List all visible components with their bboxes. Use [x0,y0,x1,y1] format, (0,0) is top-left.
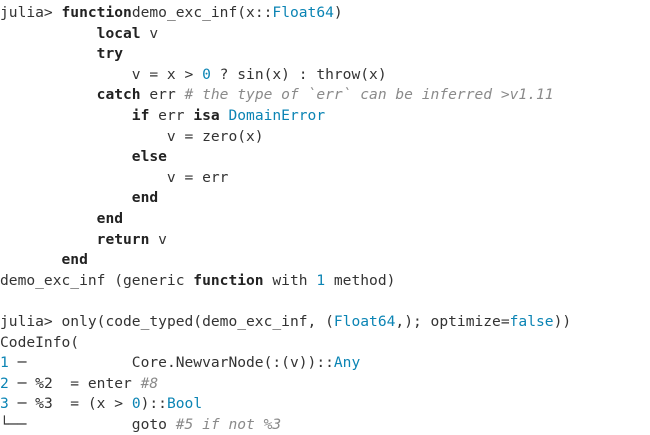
code-line: └── goto #5 if not %3 [0,415,650,435]
code-token: Bool [166,395,203,413]
code-token: 0 [131,395,141,413]
code-token [0,148,132,165]
code-line: demo_exc_inf (generic function with 1 me… [0,271,650,292]
code-token: )) [553,312,572,330]
code-token: DomainError [228,106,326,124]
code-token: isa [193,106,220,124]
repl-prompt: julia> [0,312,62,330]
code-line: julia> functiondemo_exc_inf(x::Float64) [0,3,650,24]
code-token [0,25,97,42]
code-line: end [0,209,650,230]
code-token: ─ %2 = enter [8,374,141,392]
code-token: err [149,106,194,124]
code-line: end [0,188,650,209]
code-token: ? sin(x) : throw(x) [210,65,387,83]
code-line: 1 ─ Core.NewvarNode(:(v))::Any [0,353,650,374]
code-token: Float64 [272,4,334,21]
code-token: v = zero(x) [0,127,264,145]
code-token [0,86,97,103]
code-token: only(code_typed(demo_exc_inf, ( [61,312,334,330]
code-line: else [0,147,650,168]
code-token: false [509,312,554,330]
code-token: ) [333,4,343,21]
code-token: try [96,45,124,63]
code-token: function [193,271,264,289]
code-line: end [0,250,650,271]
code-token: return [96,230,150,248]
code-token: else [131,148,167,166]
code-token [0,189,132,206]
code-token: #5 if not %3 [175,415,282,433]
code-token: ─ %3 = (x > [8,395,132,413]
code-token: 2 [0,374,9,392]
code-token: v = err [0,168,229,186]
code-token: #8 [140,374,159,392]
code-line: 2 ─ %2 = enter #8 [0,374,650,395]
code-line: try [0,44,650,65]
code-token: Float64 [333,312,396,330]
code-token: Any [333,354,361,372]
code-token: ,); optimize= [395,312,510,330]
code-token: CodeInfo( [0,333,80,351]
code-token: local [96,24,141,42]
code-token: 3 [0,395,9,413]
code-token: function [61,4,132,21]
code-line: if err isa DomainError [0,106,650,127]
code-line: v = err [0,168,650,189]
code-token: method) [325,271,396,289]
code-line: julia> only(code_typed(demo_exc_inf, (Fl… [0,312,650,333]
code-token: err [140,86,185,104]
code-line [0,291,650,312]
repl-prompt: julia> [0,4,62,21]
code-line: return v [0,230,650,251]
code-token: # the type of `err` can be inferred >v1.… [184,86,554,104]
code-token [0,210,97,227]
code-line: v = x > 0 ? sin(x) : throw(x) [0,65,650,86]
code-token: end [96,209,124,227]
code-token: v = x > [0,65,203,83]
code-token: v [140,24,159,42]
code-token: 1 [316,271,326,289]
code-line: catch err # the type of `err` can be inf… [0,85,650,106]
code-token [0,251,62,268]
code-token: └── goto [0,415,176,433]
code-line: v = zero(x) [0,127,650,148]
code-token: end [61,251,88,269]
code-token [0,45,97,62]
code-token: demo_exc_inf(x:: [131,4,273,21]
code-token: end [131,189,159,207]
code-token: catch [96,86,141,104]
code-token: 0 [202,65,211,83]
code-token [0,231,97,248]
code-token: ):: [140,395,167,413]
code-line: local v [0,24,650,45]
code-token: if [131,106,150,124]
code-token: ─ Core.NewvarNode(:(v)):: [8,354,334,372]
code-token: v [149,230,167,248]
code-line: 3 ─ %3 = (x > 0)::Bool [0,394,650,415]
code-token: with [263,271,317,289]
code-token [0,107,132,124]
code-line: CodeInfo( [0,333,650,354]
code-token: demo_exc_inf (generic [0,271,194,289]
code-token: 1 [0,354,9,372]
